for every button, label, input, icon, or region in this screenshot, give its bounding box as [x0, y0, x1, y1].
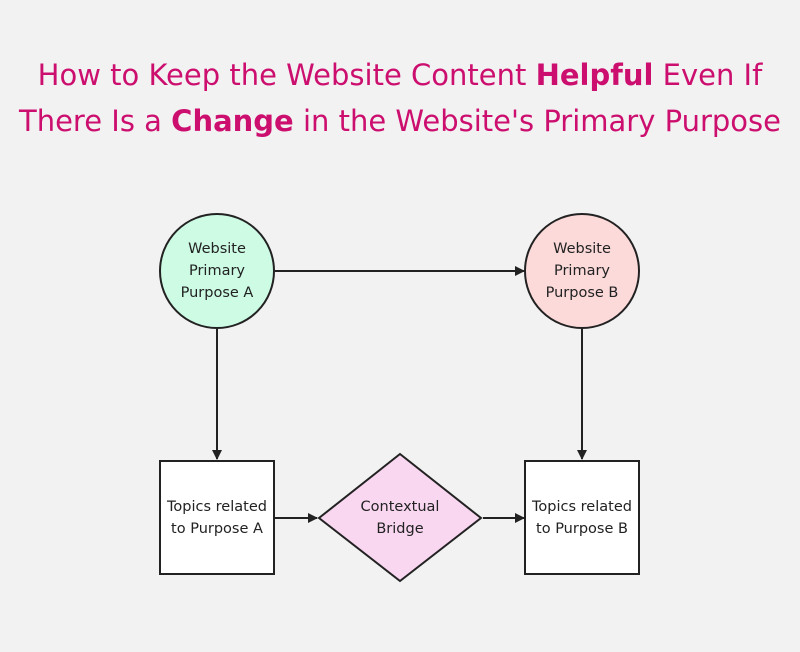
purpose-a-line-1: Website [188, 241, 246, 257]
topics-a-line-1: Topics related [167, 498, 267, 515]
purpose-b-line-2: Primary [553, 263, 611, 279]
title-part-1: How to Keep the Website Content [37, 58, 536, 92]
purpose-b-line-3: Purpose B [545, 285, 619, 301]
purpose-a-label: Website Primary Purpose A [167, 236, 267, 306]
topics-a-label: Topics related to Purpose A [160, 461, 274, 574]
purpose-b-circle [524, 213, 640, 329]
bridge-line-2: Bridge [376, 521, 424, 537]
topics-b-label: Topics related to Purpose B [525, 461, 639, 574]
topics-b-line-2: to Purpose B [536, 520, 628, 537]
purpose-b-label: Website Primary Purpose B [532, 236, 632, 306]
topics-a-line-2: to Purpose A [171, 520, 263, 537]
diagram-title: How to Keep the Website Content Helpful … [0, 52, 800, 144]
title-emphasis-change: Change [171, 104, 294, 138]
title-emphasis-helpful: Helpful [535, 58, 654, 92]
bridge-diamond [317, 452, 483, 583]
bridge-line-1: Contextual [360, 499, 440, 515]
topics-b-line-1: Topics related [532, 498, 632, 515]
topics-a-box [159, 460, 275, 575]
purpose-a-line-2: Primary [188, 263, 246, 279]
topics-b-box [524, 460, 640, 575]
purpose-b-line-1: Website [553, 241, 611, 257]
purpose-a-circle [159, 213, 275, 329]
bridge-label: Contextual Bridge [340, 485, 460, 551]
title-part-2: Even If There Is a [19, 58, 763, 138]
purpose-a-line-3: Purpose A [180, 285, 254, 301]
title-part-3: in the Website's Primary Purpose [293, 104, 781, 138]
